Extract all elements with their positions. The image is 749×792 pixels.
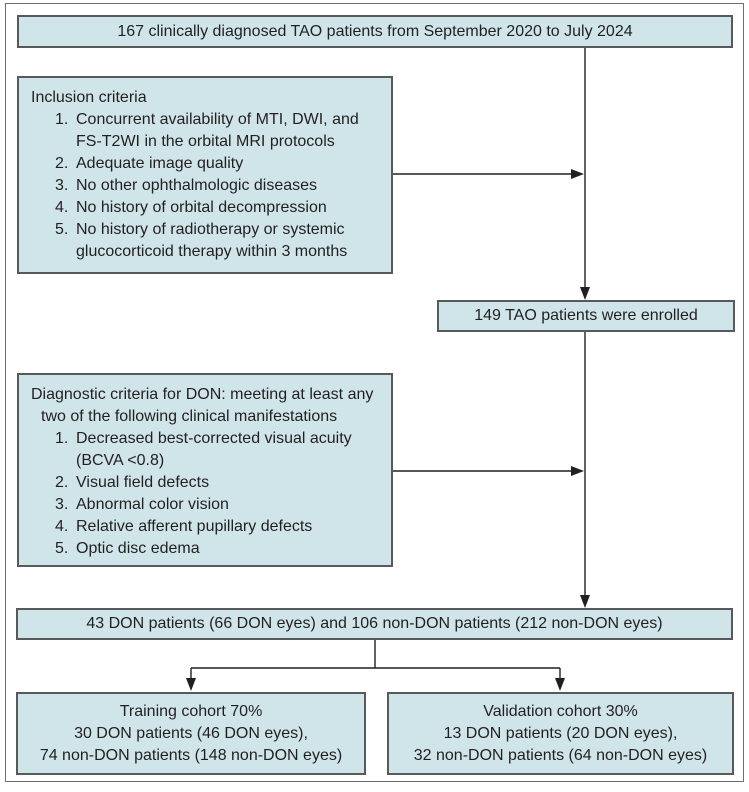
item-number: 3. <box>55 177 69 194</box>
inclusion-item-2: 2. Adequate image quality <box>55 153 385 175</box>
node-inclusion-criteria: Inclusion criteria 1. Concurrent availab… <box>17 76 393 274</box>
item-number: 1. <box>55 430 69 447</box>
criteria-line: Concurrent availability of MTI, DWI, and <box>76 111 359 128</box>
item-number: 4. <box>55 199 69 216</box>
node-diagnostic-criteria: Diagnostic criteria for DON: meeting at … <box>17 373 393 567</box>
node-enrolled-patients: 149 TAO patients were enrolled <box>437 300 735 332</box>
criteria-line: glucocorticoid therapy within 3 months <box>76 243 348 260</box>
inclusion-item-1: 1. Concurrent availability of MTI, DWI, … <box>55 109 385 153</box>
node-total-patients: 167 clinically diagnosed TAO patients fr… <box>17 15 733 48</box>
criteria-line: FS-T2WI in the orbital MRI protocols <box>76 133 335 150</box>
figure-outer-border <box>5 3 744 782</box>
diagnostic-item-5: 5. Optic disc edema <box>55 538 385 560</box>
criteria-line: Visual field defects <box>76 474 210 491</box>
inclusion-item-3: 3. No other ophthalmologic diseases <box>55 175 385 197</box>
diagnostic-item-4: 4. Relative afferent pupillary defects <box>55 516 385 538</box>
criteria-line: No history of radiotherapy or systemic <box>76 221 345 238</box>
item-number: 2. <box>55 155 69 172</box>
item-number: 2. <box>55 474 69 491</box>
criteria-line: Abnormal color vision <box>76 496 229 513</box>
diagnostic-item-1: 1. Decreased best-corrected visual acuit… <box>55 428 385 472</box>
node-don-split-text: 43 DON patients (66 DON eyes) and 106 no… <box>86 615 663 632</box>
diagnostic-title-line: two of the following clinical manifestat… <box>41 408 338 425</box>
node-validation-cohort: Validation cohort 30% 13 DON patients (2… <box>387 692 734 775</box>
diagnostic-item-3: 3. Abnormal color vision <box>55 494 385 516</box>
node-enrolled-patients-text: 149 TAO patients were enrolled <box>474 307 698 324</box>
inclusion-item-5: 5. No history of radiotherapy or systemi… <box>55 219 385 263</box>
validation-line: 13 DON patients (20 DON eyes), <box>443 724 678 742</box>
item-number: 5. <box>55 540 69 557</box>
item-number: 3. <box>55 496 69 513</box>
item-number: 4. <box>55 518 69 535</box>
item-number: 1. <box>55 111 69 128</box>
criteria-line: (BCVA <0.8) <box>76 452 165 469</box>
criteria-line: Optic disc edema <box>76 540 200 557</box>
training-line: Training cohort 70% <box>119 702 263 720</box>
node-don-split: 43 DON patients (66 DON eyes) and 106 no… <box>16 608 733 640</box>
criteria-line: Relative afferent pupillary defects <box>76 518 313 535</box>
node-training-cohort: Training cohort 70% 30 DON patients (46 … <box>16 692 366 775</box>
diagnostic-title: Diagnostic criteria for DON: meeting at … <box>31 384 385 428</box>
criteria-line: Decreased best-corrected visual acuity <box>76 430 352 447</box>
training-line: 74 non-DON patients (148 non-DON eyes) <box>39 746 343 764</box>
criteria-line: No history of orbital decompression <box>76 199 327 216</box>
diagnostic-title-line: Diagnostic criteria for DON: meeting at … <box>31 386 374 403</box>
node-total-patients-text: 167 clinically diagnosed TAO patients fr… <box>117 22 633 40</box>
inclusion-title: Inclusion criteria <box>31 89 147 106</box>
validation-line: Validation cohort 30% <box>483 702 638 720</box>
criteria-line: No other ophthalmologic diseases <box>76 177 318 194</box>
training-line: 30 DON patients (46 DON eyes), <box>74 724 308 742</box>
item-number: 5. <box>55 221 69 238</box>
validation-line: 32 non-DON patients (64 non-DON eyes) <box>413 746 708 764</box>
criteria-line: Adequate image quality <box>76 155 244 172</box>
inclusion-item-4: 4. No history of orbital decompression <box>55 197 385 219</box>
diagnostic-item-2: 2. Visual field defects <box>55 472 385 494</box>
